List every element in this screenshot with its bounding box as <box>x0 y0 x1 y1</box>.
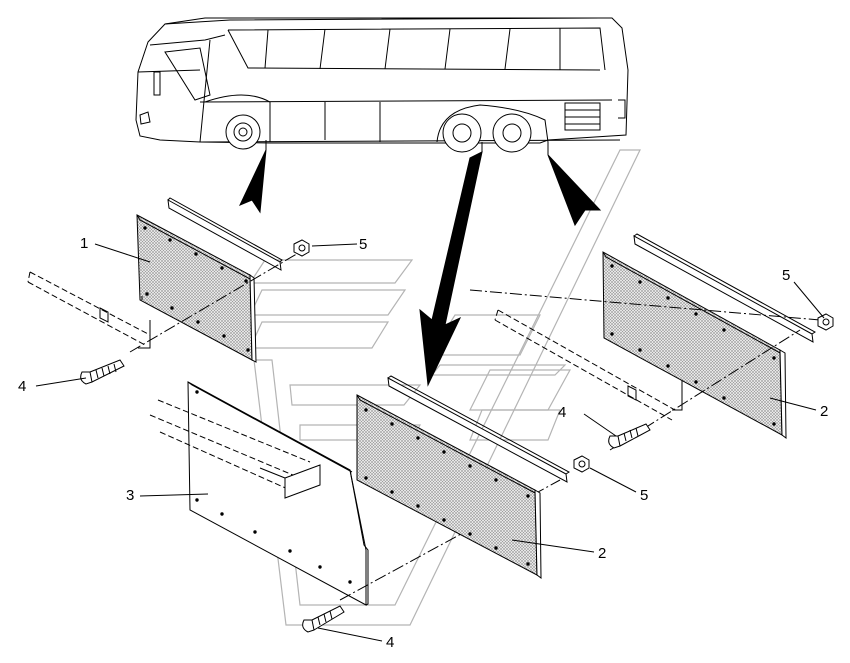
leader-lines <box>35 243 825 642</box>
mounting-rail-left <box>27 271 151 346</box>
callout-item-4-left: 4 <box>18 378 26 395</box>
arrow-center <box>419 151 483 387</box>
nut-left <box>293 239 310 257</box>
bus-illustration <box>135 17 629 153</box>
clamp-strip-right <box>633 235 814 343</box>
mounting-rail-right <box>494 309 676 421</box>
bolt-bottom <box>302 605 345 633</box>
callout-numbers: 1 5 4 5 4 2 3 5 2 4 <box>18 235 828 651</box>
callout-item-3: 3 <box>126 487 134 504</box>
arrow-front <box>238 149 267 214</box>
arrow-rear <box>547 154 602 227</box>
location-arrows <box>238 140 602 387</box>
callout-item-4-right: 4 <box>558 404 566 421</box>
bolt-left <box>80 359 125 385</box>
callout-item-4-bottom: 4 <box>386 634 394 651</box>
mudflap-assembly-left <box>27 197 310 385</box>
callout-item-2-center: 2 <box>598 545 606 562</box>
callout-item-1: 1 <box>80 235 88 252</box>
clamp-strip-center <box>387 377 568 483</box>
callout-item-5-center: 5 <box>640 487 648 504</box>
mudflap-assembly-center <box>356 375 590 580</box>
mudflap-item-2-right <box>602 251 783 436</box>
cover-panel-item-3 <box>149 381 561 633</box>
nut-center <box>573 455 590 473</box>
callout-item-2-right: 2 <box>820 403 828 420</box>
nut-right <box>817 313 834 331</box>
clamp-strip-left <box>167 199 282 271</box>
callout-item-5-right: 5 <box>782 267 790 284</box>
callout-item-5-left: 5 <box>359 236 367 253</box>
mudflap-assembly-right <box>469 233 834 451</box>
bolt-right <box>608 423 651 449</box>
